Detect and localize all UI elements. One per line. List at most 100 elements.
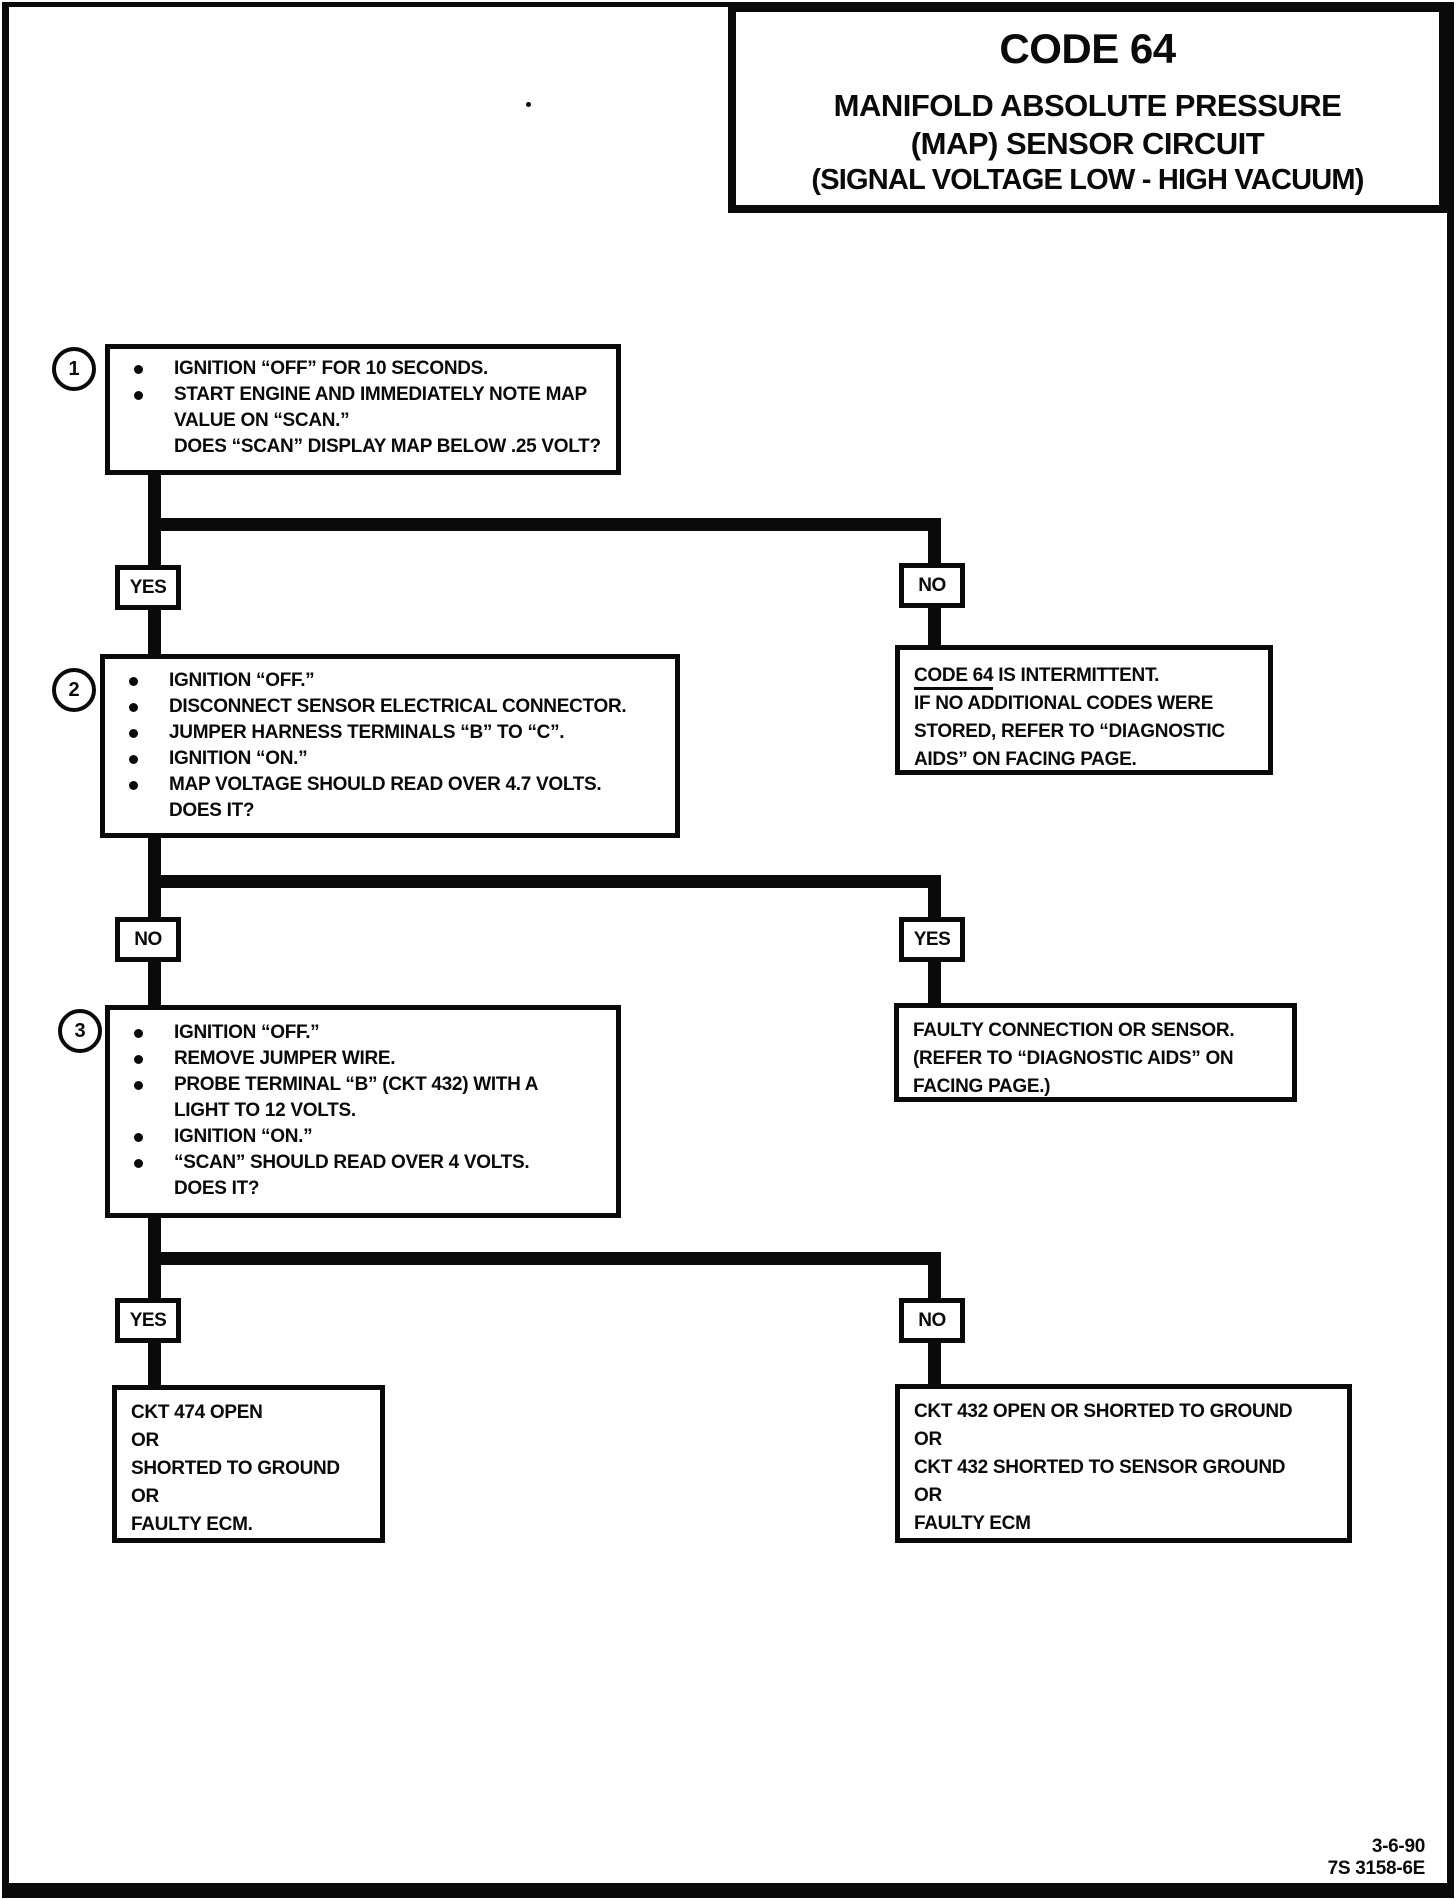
scan-artifact-dot [526, 102, 531, 107]
step2-line: JUMPER HARNESS TERMINALS “B” TO “C”. [169, 722, 565, 743]
title-line1: MANIFOLD ABSOLUTE PRESSURE [833, 88, 1342, 123]
step3-line: “SCAN” SHOULD READ OVER 4 VOLTS. [174, 1152, 530, 1173]
ckt432-line4: OR [914, 1485, 942, 1506]
step3-line: IGNITION “ON.” [174, 1126, 313, 1147]
bullet-spacer [134, 417, 143, 426]
step2-number: 2 [68, 678, 80, 701]
bullet-spacer [134, 1107, 143, 1116]
ckt432-line1: CKT 432 OPEN OR SHORTED TO GROUND [914, 1401, 1293, 1422]
branch2-yes-text: YES [913, 928, 951, 950]
bullet-icon [134, 1029, 143, 1038]
bullet-spacer [134, 1185, 143, 1194]
connector-yes3-to-ckt474 [148, 1341, 161, 1387]
step3-box: IGNITION “OFF.” REMOVE JUMPER WIRE. PROB… [105, 1005, 621, 1218]
step1-line: DOES “SCAN” DISPLAY MAP BELOW .25 VOLT? [174, 436, 601, 457]
connector-branch1-right-vertical [928, 518, 941, 565]
outcome-faulty-sensor-box: FAULTY CONNECTION OR SENSOR. (REFER TO “… [894, 1003, 1297, 1102]
bullet-icon [134, 1081, 143, 1090]
branch2-no-text: NO [134, 928, 162, 950]
title-line3: (SIGNAL VOLTAGE LOW - HIGH VACUUM) [811, 163, 1364, 196]
intermittent-line3: STORED, REFER TO “DIAGNOSTIC [914, 721, 1225, 742]
branch1-yes-label: YES [115, 565, 181, 610]
bullet-spacer [129, 807, 138, 816]
branch2-yes-label: YES [899, 917, 965, 962]
branch2-no-label: NO [115, 917, 181, 962]
bullet-icon [129, 755, 138, 764]
branch1-no-text: NO [918, 574, 946, 596]
intermittent-line1: CODE 64 IS INTERMITTENT. [914, 662, 1268, 690]
branch3-no-label: NO [899, 1298, 965, 1343]
connector-branch3-horizontal [148, 1252, 941, 1265]
connector-no3-to-ckt432 [928, 1341, 941, 1386]
ckt474-line4: OR [131, 1486, 159, 1507]
connector-branch2-right-vertical [928, 875, 941, 919]
bullet-icon [129, 729, 138, 738]
step1-line: VALUE ON “SCAN.” [174, 410, 350, 431]
ckt474-line2: OR [131, 1430, 159, 1451]
step2-line: MAP VOLTAGE SHOULD READ OVER 4.7 VOLTS. [169, 774, 602, 795]
step3-number-circle: 3 [58, 1009, 102, 1053]
connector-yes1-to-step2 [148, 608, 161, 656]
step2-line: IGNITION “OFF.” [169, 670, 315, 691]
step3-line: LIGHT TO 12 VOLTS. [174, 1100, 356, 1121]
outcome-intermittent-box: CODE 64 IS INTERMITTENT. IF NO ADDITIONA… [895, 645, 1273, 775]
bullet-icon [134, 391, 143, 400]
faulty-line3: FACING PAGE.) [913, 1076, 1051, 1097]
footer-form-number: 7S 3158-6E [1327, 1858, 1426, 1879]
ckt432-line2: OR [914, 1429, 942, 1450]
connector-branch1-horizontal [148, 518, 941, 531]
connector-branch3-right-vertical [928, 1252, 941, 1300]
bullet-icon [129, 703, 138, 712]
bullet-icon [129, 781, 138, 790]
step3-line: PROBE TERMINAL “B” (CKT 432) WITH A [174, 1074, 539, 1095]
bullet-icon [129, 677, 138, 686]
step2-line: IGNITION “ON.” [169, 748, 308, 769]
outcome-ckt474-box: CKT 474 OPEN OR SHORTED TO GROUND OR FAU… [112, 1385, 385, 1543]
ckt432-line3: CKT 432 SHORTED TO SENSOR GROUND [914, 1457, 1286, 1478]
step3-line: DOES IT? [174, 1178, 260, 1199]
faulty-line1: FAULTY CONNECTION OR SENSOR. [913, 1020, 1235, 1041]
footer: 3-6-90 7S 3158-6E [1225, 1836, 1426, 1880]
intermittent-line2: IF NO ADDITIONAL CODES WERE [914, 693, 1214, 714]
step3-line: REMOVE JUMPER WIRE. [174, 1048, 396, 1069]
step3-line: IGNITION “OFF.” [174, 1022, 320, 1043]
branch3-yes-label: YES [115, 1298, 181, 1343]
ckt474-line5: FAULTY ECM. [131, 1514, 253, 1535]
faulty-line2: (REFER TO “DIAGNOSTIC AIDS” ON [913, 1048, 1234, 1069]
step1-box: IGNITION “OFF” FOR 10 SECONDS. START ENG… [105, 344, 621, 475]
title-line2: (MAP) SENSOR CIRCUIT [910, 125, 1265, 161]
branch3-yes-text: YES [129, 1309, 167, 1331]
title-box: CODE 64 MANIFOLD ABSOLUTE PRESSURE (MAP)… [728, 4, 1447, 213]
connector-branch2-horizontal [148, 875, 941, 888]
branch1-yes-text: YES [129, 576, 167, 598]
connector-no1-to-intermittent [928, 606, 941, 647]
code64-underlined: CODE 64 [914, 665, 994, 690]
step1-line: IGNITION “OFF” FOR 10 SECONDS. [174, 358, 489, 379]
step1-number: 1 [68, 357, 80, 380]
ckt474-line3: SHORTED TO GROUND [131, 1458, 340, 1479]
bullet-icon [134, 1133, 143, 1142]
connector-yes2-to-faulty [928, 960, 941, 1005]
code-title: CODE 64 [999, 25, 1176, 72]
branch1-no-label: NO [899, 563, 965, 608]
step2-line: DISCONNECT SENSOR ELECTRICAL CONNECTOR. [169, 696, 627, 717]
step2-line: DOES IT? [169, 800, 255, 821]
step2-number-circle: 2 [52, 668, 96, 712]
footer-date: 3-6-90 [1371, 1836, 1425, 1857]
bullet-icon [134, 365, 143, 374]
bullet-icon [134, 1055, 143, 1064]
connector-no2-to-step3 [148, 960, 161, 1007]
step1-line: START ENGINE AND IMMEDIATELY NOTE MAP [174, 384, 587, 405]
step3-number: 3 [74, 1019, 86, 1042]
bullet-icon [134, 1159, 143, 1168]
step2-box: IGNITION “OFF.” DISCONNECT SENSOR ELECTR… [100, 654, 680, 838]
intermittent-line1-rest: IS INTERMITTENT. [993, 665, 1160, 686]
intermittent-line4: AIDS” ON FACING PAGE. [914, 749, 1137, 770]
branch3-no-text: NO [918, 1309, 946, 1331]
ckt474-line1: CKT 474 OPEN [131, 1402, 263, 1423]
bullet-spacer [134, 443, 143, 452]
outcome-ckt432-box: CKT 432 OPEN OR SHORTED TO GROUND OR CKT… [895, 1384, 1352, 1543]
step1-number-circle: 1 [52, 347, 96, 391]
